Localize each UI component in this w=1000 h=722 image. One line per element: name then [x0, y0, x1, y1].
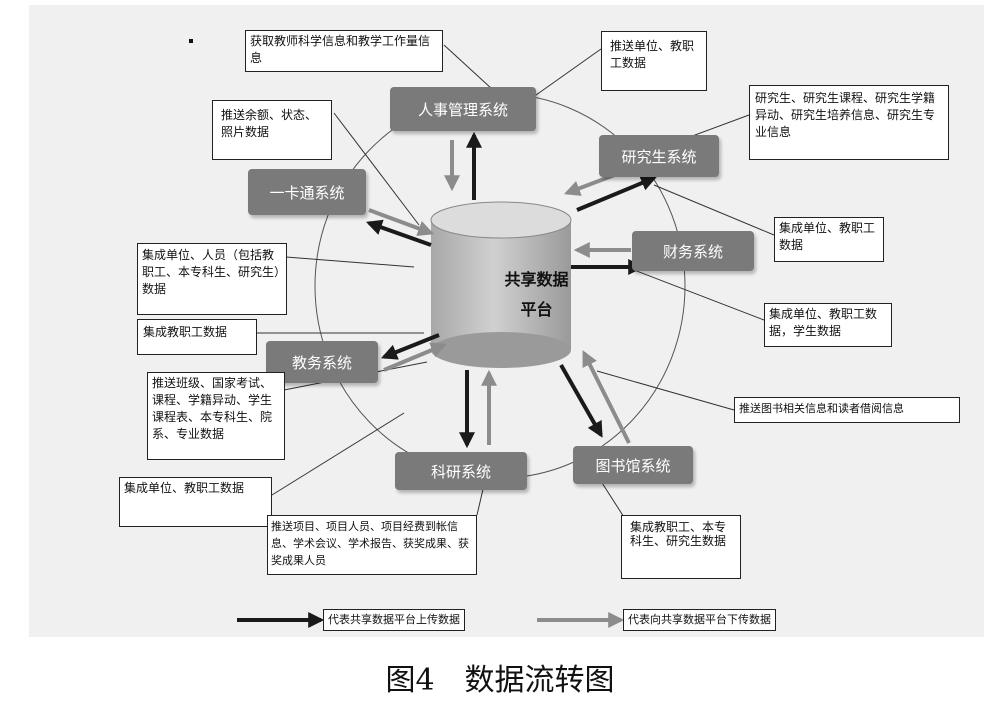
download-arrow-academic [383, 342, 447, 372]
cylinder-hub [430, 201, 572, 368]
upload-arrow-library [559, 364, 603, 438]
note-research-push: 推送项目、项目人员、项目经费到帐信息、学术会议、学术报告、获奖成果、获奖成果人员 [267, 515, 477, 575]
system-hr: 人事管理系统 [390, 87, 536, 131]
note-library-push: 推送图书相关信息和读者借阅信息 [734, 397, 960, 423]
note-finance-integrate: 集成单位、教职工数据 [774, 217, 884, 262]
legend-upload-label: 代表共享数据平台上传数据 [323, 609, 465, 631]
upload-arrow-academic [381, 333, 440, 360]
upload-arrows [365, 131, 657, 449]
note-hr-fetch: 获取教师科学信息和教学工作量信息 [245, 30, 443, 72]
figure-caption: 图4 数据流转图 [385, 663, 615, 698]
system-card: 一卡通系统 [248, 169, 366, 215]
system-research: 科研系统 [395, 452, 527, 490]
hub-label-line2: 平台 [520, 300, 553, 319]
download-arrow-library [582, 350, 631, 444]
note-research-integrate: 集成单位、教职工数据 [119, 477, 272, 527]
note-finance-integrate2: 集成单位、教职工数据，学生数据 [764, 303, 892, 347]
note-card-integrate: 集成单位、人员（包括教职工、本专科生、研究生）数据 [137, 243, 287, 315]
download-arrow-card [368, 208, 435, 237]
upload-arrow-grad [576, 175, 657, 212]
note-academic-integrate: 集成教职工数据 [137, 319, 257, 355]
note-card-push: 推送余额、状态、照片数据 [212, 100, 332, 160]
system-grad: 研究生系统 [599, 135, 719, 177]
note-academic-push: 推送班级、国家考试、课程、学籍异动、学生课程表、本专科生、院系、专业数据 [147, 372, 285, 460]
diagram-canvas [237, 44, 775, 628]
diagram-area: 共享数据 平台 人事管理系统 研究生系统 一卡通系统 财务系统 教务系统 科研系… [29, 5, 984, 637]
note-library-integrate: 集成教职工、本专科生、研究生数据 [621, 515, 741, 579]
hub-label-line1: 共享数据 [504, 270, 569, 289]
system-finance: 财务系统 [632, 231, 754, 271]
legend-download-label: 代表向共享数据平台下传数据 [623, 609, 776, 631]
note-hr-push: 推送单位、教职工数据 [601, 31, 707, 91]
note-grad-info: 研究生、研究生课程、研究生学籍异动、研究生培养信息、研究生专业信息 [749, 85, 949, 160]
upload-arrow-card [365, 219, 432, 247]
hub-label: 共享数据 平台 [469, 265, 604, 325]
bullet-mark [189, 39, 193, 43]
system-library: 图书馆系统 [573, 446, 693, 484]
